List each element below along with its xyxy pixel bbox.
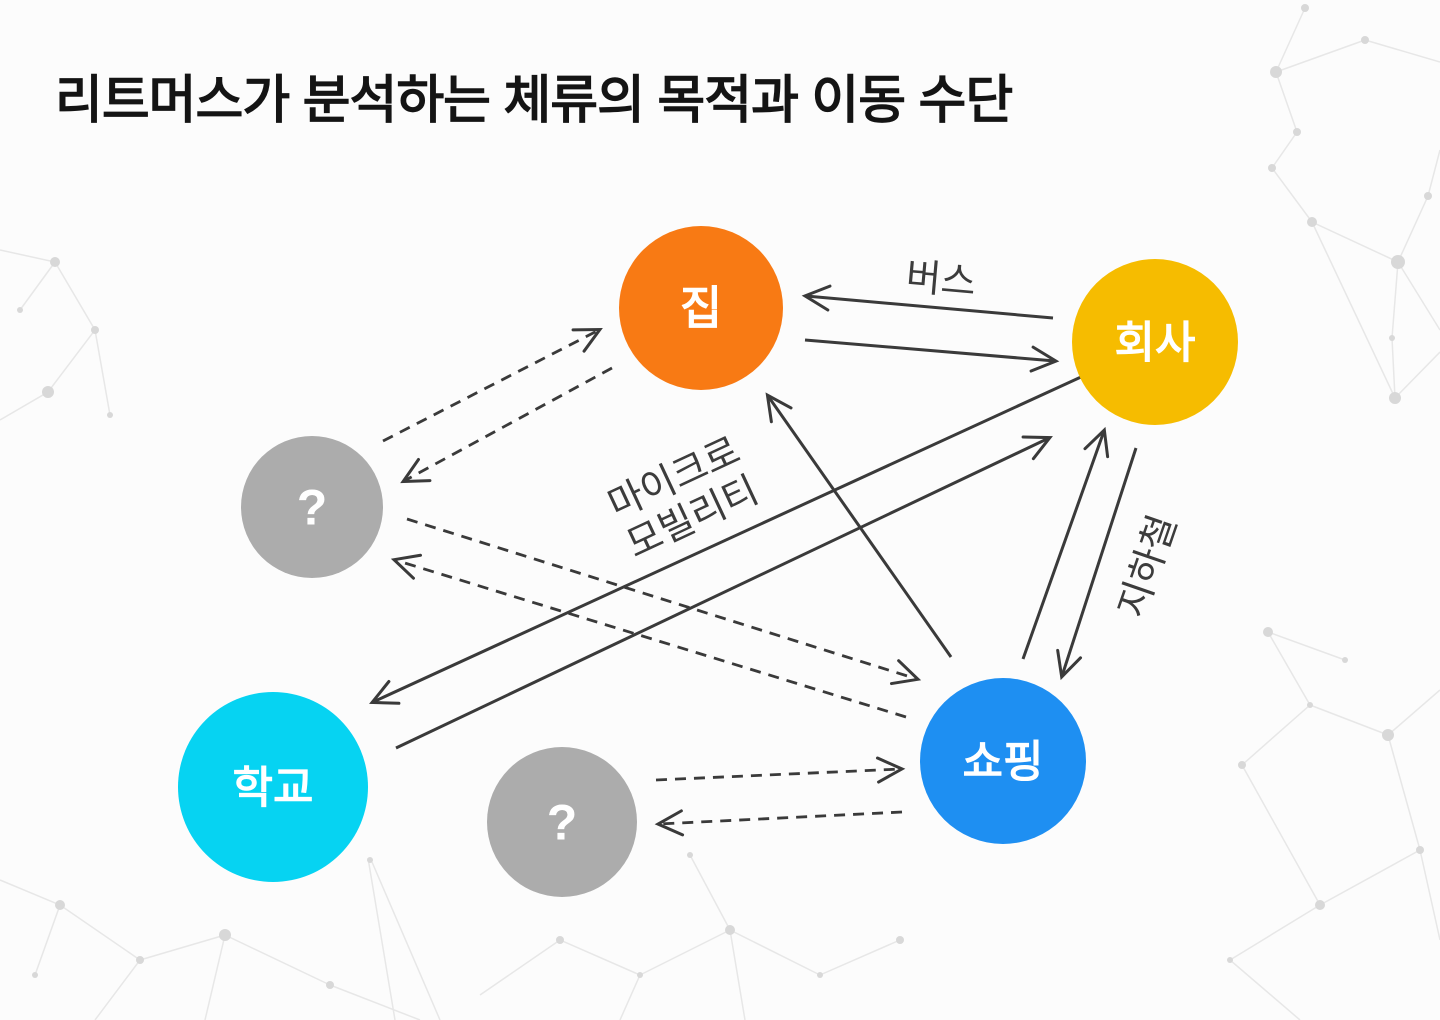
node-label-unknown-1: ?: [297, 480, 328, 536]
edge-company-to-shopping: [1056, 447, 1138, 681]
node-label-company: 회사: [1115, 318, 1196, 367]
nodes-layer: 집회사? 학교? 쇼핑: [178, 226, 1238, 897]
edge-unknown2-to-shopping: [655, 756, 906, 784]
node-circle-unknown-2: [487, 747, 637, 897]
edge-shopping-to-unknown1: [390, 553, 907, 719]
page-title: 리트머스가 분석하는 체류의 목적과 이동 수단: [55, 72, 1013, 130]
edge-label-micro-mobility: 마이크로모빌리티: [602, 430, 765, 567]
node-company: 회사: [1072, 259, 1238, 425]
edge-home-to-unknown1: [400, 366, 613, 484]
node-circle-shopping: [920, 678, 1086, 844]
node-circle-school: [178, 692, 368, 882]
node-shopping: 쇼핑: [920, 678, 1086, 844]
node-home: 집: [619, 226, 783, 390]
edge-unknown1-to-home: [382, 328, 603, 443]
node-label-shopping: 쇼핑: [963, 737, 1044, 786]
node-label-unknown-2: ?: [547, 795, 578, 851]
edge-company-to-home: [801, 284, 1054, 320]
node-circle-company: [1072, 259, 1238, 425]
edge-school-to-company: [395, 435, 1053, 750]
edge-unknown1-to-shopping: [406, 517, 922, 686]
node-circle-home: [619, 226, 783, 390]
node-unknown-2: ?: [487, 747, 637, 897]
node-label-school: 학교: [233, 763, 314, 812]
edges-layer: [369, 284, 1138, 837]
node-label-home: 집: [680, 282, 722, 334]
node-circle-unknown-1: [241, 436, 383, 578]
edge-company-to-school: [369, 375, 1082, 705]
node-school: 학교: [178, 692, 368, 882]
edge-shopping-to-company: [1021, 426, 1110, 660]
background-network-decoration: [0, 4, 1440, 1020]
edge-label-subway: 지하철: [1111, 510, 1185, 623]
edge-label-bus: 버스: [904, 256, 977, 304]
node-unknown-1: ?: [241, 436, 383, 578]
edge-shopping-to-unknown2: [654, 809, 903, 837]
edge-home-to-company: [804, 338, 1060, 373]
